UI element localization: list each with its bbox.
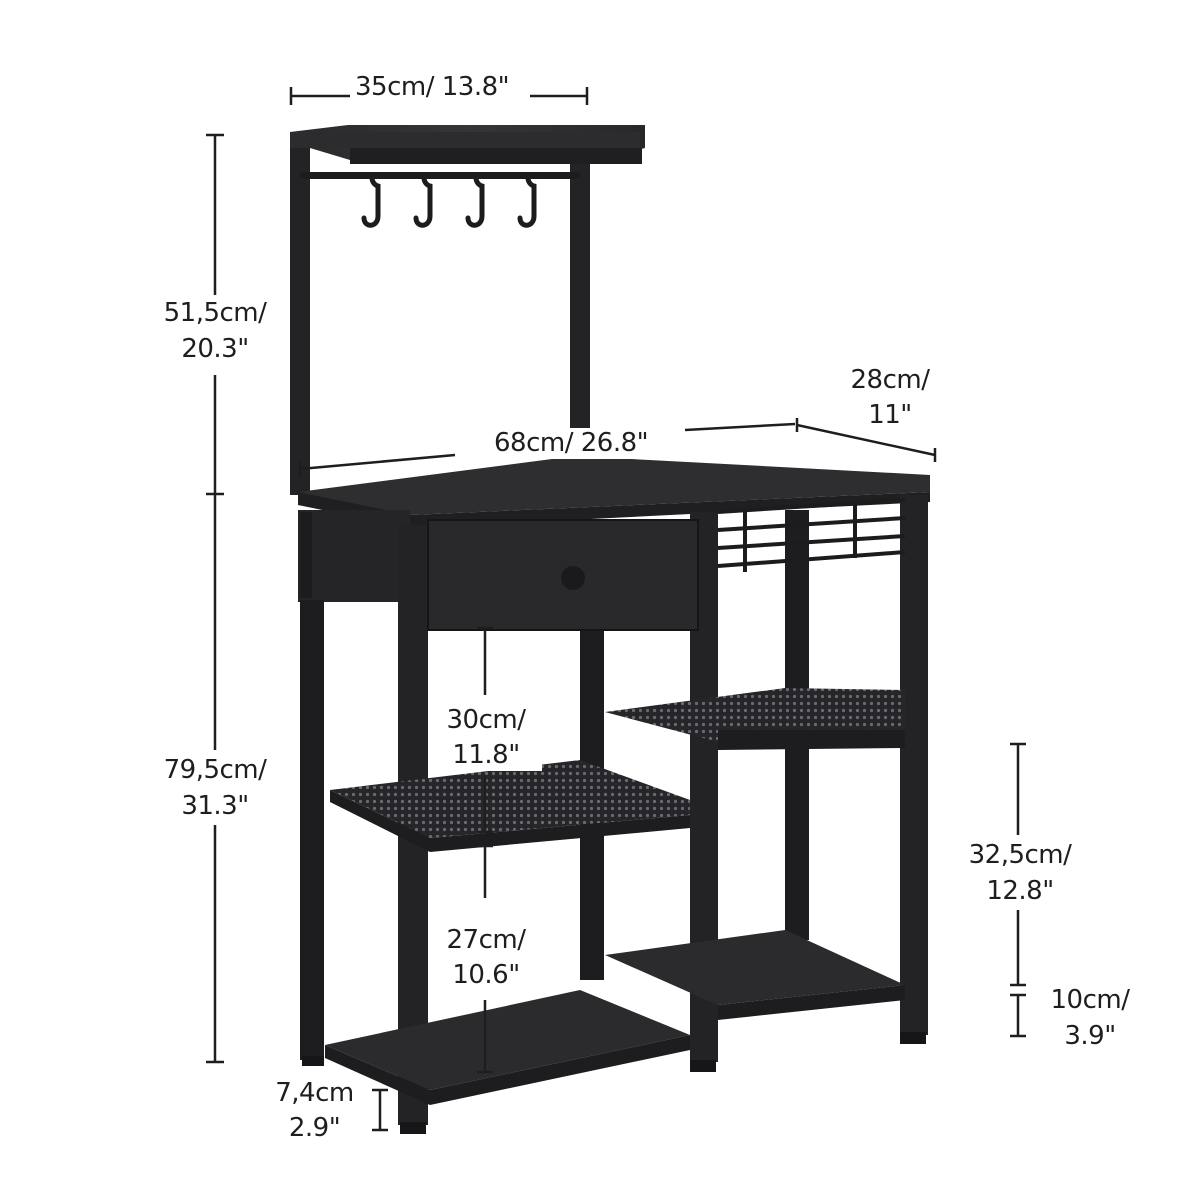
foot (400, 1122, 426, 1134)
bottom-height-in-label: 31.3" (150, 791, 280, 822)
gap-lower-in-label: 10.6" (430, 960, 542, 991)
gap-lower-cm-label: 27cm/ (430, 925, 542, 956)
left-mesh-shelf (330, 760, 690, 852)
width-label: 68cm/ 26.8" (494, 428, 649, 459)
depth-in-label: 11" (830, 400, 950, 431)
foot (690, 1060, 716, 1072)
foot (900, 1032, 926, 1044)
right-mesh-shelf (605, 688, 905, 750)
side-panel (298, 510, 410, 602)
gap-drawer-in-label: 11.8" (430, 740, 542, 771)
s-hooks (361, 172, 537, 228)
foot (302, 1056, 324, 1066)
dimension-lines (206, 87, 1026, 1132)
depth-cm-label: 28cm/ (830, 365, 950, 396)
wine-glass-holder (717, 498, 906, 572)
floor-gap-cm-label: 7,4cm (262, 1078, 367, 1109)
floor-gap-in-label: 2.9" (262, 1113, 367, 1144)
hanging-rod (300, 172, 580, 179)
right-bottom-in-label: 3.9" (1035, 1021, 1145, 1052)
rack (290, 125, 930, 1134)
right-gap-cm-label: 32,5cm/ (950, 840, 1090, 871)
top-height-cm-label: 51,5cm/ (150, 298, 280, 329)
back-left-leg (300, 600, 324, 1060)
front-right-leg (900, 495, 928, 1035)
right-hutch-post (570, 140, 590, 475)
top-width-label: 35cm/ 13.8" (355, 72, 510, 103)
right-gap-in-label: 12.8" (950, 876, 1090, 907)
top-height-in-label: 20.3" (150, 334, 280, 365)
right-bottom-shelf (605, 930, 905, 1020)
drawer (427, 519, 699, 631)
left-bottom-shelf (325, 990, 690, 1105)
left-hutch-post (290, 140, 310, 495)
drawer-knob (561, 566, 585, 590)
gap-drawer-cm-label: 30cm/ (430, 705, 542, 736)
right-bottom-cm-label: 10cm/ (1035, 985, 1145, 1016)
bottom-height-cm-label: 79,5cm/ (150, 755, 280, 786)
top-shelf (290, 125, 645, 164)
